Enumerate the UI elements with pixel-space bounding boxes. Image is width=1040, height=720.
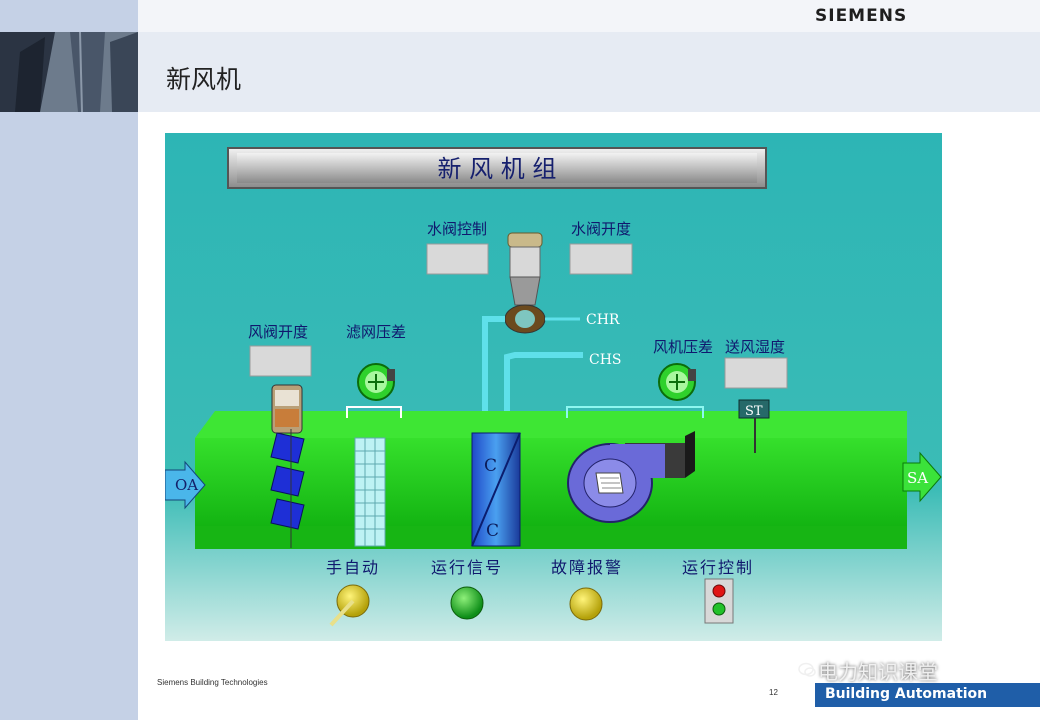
manual-auto-knob[interactable] [329,584,370,627]
label-oa: OA [175,476,198,494]
brand-logo: SIEMENS [815,6,908,26]
oa-arrow-icon [165,460,206,510]
wechat-icon [798,662,816,677]
page-number: 12 [769,688,778,697]
label-water-valve-control: 水阀控制 [427,220,487,238]
label-chs: CHS [589,352,622,368]
sa-arrow-icon [902,451,942,503]
label-fan-dp: 风机压差 [653,338,713,356]
label-coil-c2: C [486,521,499,541]
label-coil-c1: C [484,456,497,476]
value-box-water-valve-control [426,243,489,275]
value-box-supply-temp [724,357,788,389]
cooling-coil-icon [471,432,521,547]
filter-icon [354,437,386,547]
label-supply-temp: 送风湿度 [725,338,785,356]
building-automation-banner [815,683,1040,707]
label-run-signal: 运行信号 [431,558,503,577]
ahu-diagram: 新 风 机 组 水阀控制 水阀开度 CHR CHS 风阀开度 滤网压差 风机压差… [165,133,942,641]
diagram-title: 新 风 机 组 [438,155,557,183]
fan-dp-gauge-icon [658,363,696,401]
label-sa: SA [907,469,928,487]
label-filter-dp: 滤网压差 [346,323,406,341]
label-st: ST [745,404,763,419]
supply-fan-icon [567,431,695,523]
run-signal-lamp [450,586,484,620]
value-box-damper-open [249,345,312,377]
damper-blades-icon [270,429,305,548]
damper-actuator-icon [271,384,303,434]
page-title: 新风机 [166,65,242,94]
left-band [0,0,138,720]
water-valve-icon [504,232,546,334]
air-duct [195,438,907,526]
label-water-valve-open: 水阀开度 [571,220,631,238]
filter-dp-gauge-icon [357,363,395,401]
value-box-water-valve-open [569,243,633,275]
footer-company: Siemens Building Technologies [157,678,268,687]
run-control-switch[interactable] [704,578,734,624]
header-band [138,32,1040,112]
label-chr: CHR [586,312,620,328]
label-damper-open: 风阀开度 [248,323,308,341]
label-run-control: 运行控制 [682,558,754,577]
watermark-text: 电力知识课堂 [818,660,938,684]
fault-alarm-lamp [569,587,603,621]
banner-text: Building Automation [825,686,988,702]
label-manual-auto: 手自动 [326,558,380,577]
top-strip [138,0,1040,32]
header-photo [0,32,138,112]
label-fault-alarm: 故障报警 [551,558,623,577]
